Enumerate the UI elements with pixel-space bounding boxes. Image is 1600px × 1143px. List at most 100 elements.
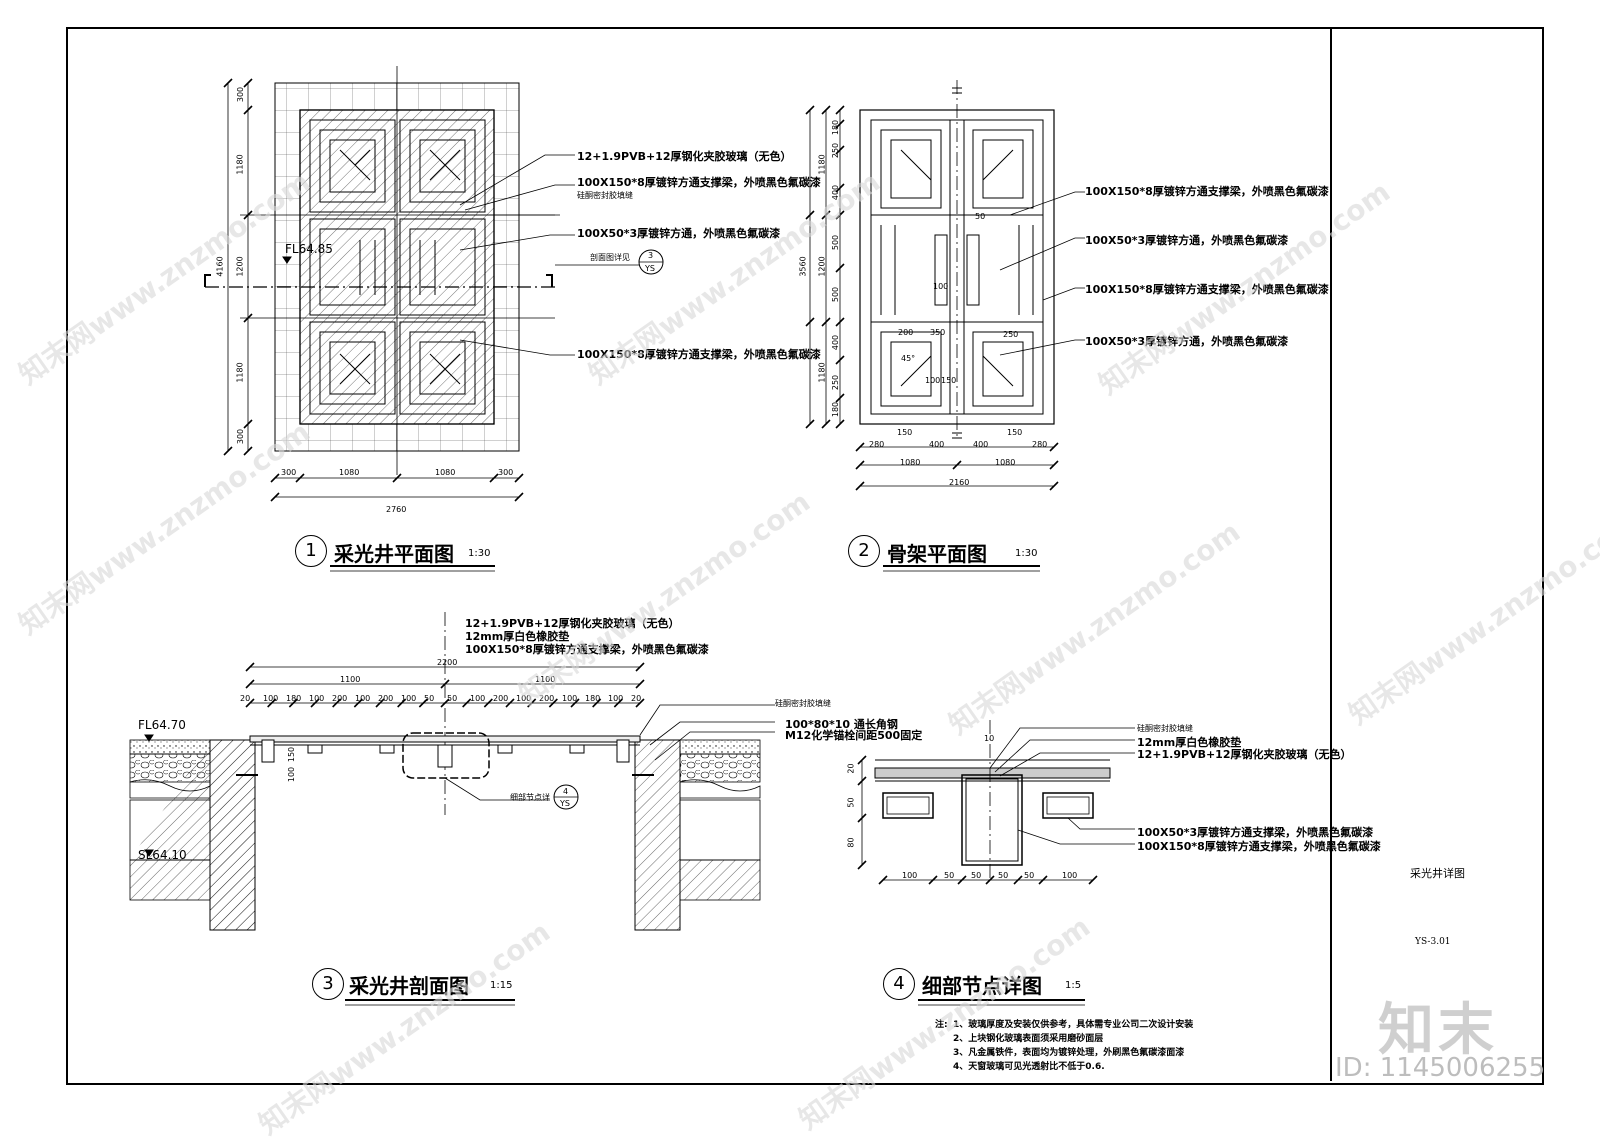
- section3-dim-row-value: 20: [631, 694, 642, 703]
- section3-dim-row-value: 100: [608, 694, 624, 703]
- plan2-dim-group-1: 1200: [817, 256, 827, 277]
- plan2-inner-dim-5: 100: [925, 376, 941, 385]
- plan2-inner-dim-1: 100: [933, 282, 949, 291]
- section3-dim-row-value: 100: [355, 694, 371, 703]
- plan2-title: 骨架平面图: [887, 542, 987, 566]
- plan1-dim-left-3: 1180: [235, 362, 245, 383]
- plan2-dim-bottom-2: 400: [929, 440, 945, 449]
- plan2-dim-group-bottom-0: 1080: [900, 458, 921, 467]
- section3-dim-row-value: 100: [516, 694, 532, 703]
- section3-dim-half-0: 1100: [340, 675, 361, 684]
- plan2-label-b: 100X50*3厚镀锌方通，外喷黑色氟碳漆: [1085, 234, 1289, 247]
- notes-line-2: 2、上块钢化玻璃表面须采用磨砂面层: [953, 1034, 1104, 1044]
- plan2-dim-left-1: 250: [831, 142, 841, 159]
- detail4-label-sub: 100X50*3厚镀锌方通支撑梁，外喷黑色氟碳漆: [1137, 826, 1374, 839]
- plan1-label-beam-main: 100X150*8厚镀锌方通支撑梁，外喷黑色氟碳漆: [577, 176, 821, 189]
- detail4-label-sealant: 硅酮密封胶填缝: [1137, 724, 1193, 733]
- plan2-dim-total-left: 3560: [798, 256, 808, 277]
- plan2-label-d: 100X50*3厚镀锌方通，外喷黑色氟碳漆: [1085, 335, 1289, 348]
- section3-label-beam: 100X150*8厚镀锌方通支撑梁，外喷黑色氟碳漆: [465, 643, 709, 656]
- plan2-dim-left-4: 500: [831, 286, 841, 303]
- section3-dim-half-1: 1100: [535, 675, 556, 684]
- plan2-dim-bottom-4: 150: [1007, 428, 1023, 437]
- sheet-title: 采光井详图: [1410, 867, 1465, 880]
- section3-dim-row-value: 200: [539, 694, 555, 703]
- watermark-id: ID: 1145006255: [1335, 1053, 1546, 1083]
- section3-label-anchor: M12化学锚栓间距500固定: [785, 729, 923, 742]
- plan1-section-tag-num: 3: [648, 251, 654, 260]
- plan1-section-tag-sheet: YS: [645, 264, 655, 273]
- section3-dim-row-value: 200: [332, 694, 348, 703]
- detail4-dim-bottom-4: 50: [1024, 871, 1035, 880]
- plan1-dim-bottom-0: 300: [281, 468, 297, 477]
- plan2-dim-bottom-5: 280: [1032, 440, 1048, 449]
- plan2-number-circle: 2: [848, 535, 880, 567]
- section3-dim-row-value: 50: [424, 694, 435, 703]
- plan1-dim-left-0: 300: [236, 86, 246, 103]
- notes-line-1: 1、玻璃厚度及安装仅供参考，具体需专业公司二次设计安装: [953, 1020, 1194, 1030]
- section3-label-glass: 12+1.9PVB+12厚钢化夹胶玻璃（无色）: [465, 617, 680, 630]
- plan1-drawing: [204, 66, 664, 502]
- plan2-dim-left-5: 400: [831, 334, 841, 351]
- title-block-column: [1330, 27, 1542, 1081]
- detail4-dim-bottom-1: 50: [944, 871, 955, 880]
- section3-drawing: [129, 612, 775, 931]
- detail4-dim-bottom-3: 50: [998, 871, 1009, 880]
- plan2-label-a: 100X150*8厚镀锌方通支撑梁，外喷黑色氟碳漆: [1085, 185, 1329, 198]
- plan2-inner-dim-3: 350: [930, 328, 946, 337]
- detail4-label-main: 100X150*8厚镀锌方通支撑梁，外喷黑色氟碳漆: [1137, 840, 1381, 853]
- plan2-dim-left-3: 500: [831, 234, 841, 251]
- plan2-dim-total-bottom: 2160: [949, 478, 970, 487]
- detail4-dim-bottom-0: 100: [902, 871, 918, 880]
- plan2-dim-bottom-0: 280: [869, 440, 885, 449]
- section3-dim-side-0: 150: [287, 746, 297, 763]
- plan2-dim-bottom-1: 150: [897, 428, 913, 437]
- plan1-section-ref-label: 剖面图详见: [590, 253, 630, 262]
- section3-dim-row-value: 200: [493, 694, 509, 703]
- plan1-dim-left-1: 1180: [235, 154, 245, 175]
- plan1-scale: 1:30: [468, 548, 491, 559]
- plan1-title: 采光井平面图: [334, 542, 454, 566]
- detail4-dim-bottom-2: 50: [971, 871, 982, 880]
- section3-dim-row-value: 50: [447, 694, 458, 703]
- plan2-dim-group-2: 1180: [817, 362, 827, 383]
- section3-detail-tag-sheet: YS: [560, 799, 570, 808]
- notes-line-3: 3、凡金属铁件，表面均为镀锌处理，外刷黑色氟碳漆面漆: [953, 1048, 1185, 1058]
- detail4-drawing: [857, 720, 1135, 885]
- plan1-label-sealant: 硅酮密封胶填缝: [577, 191, 633, 200]
- section3-label-pad: 12mm厚白色橡胶垫: [465, 630, 570, 643]
- plan1-number-circle: 1: [295, 535, 327, 567]
- section3-elev-top: FL64.70: [138, 718, 186, 732]
- section3-scale: 1:15: [490, 980, 513, 991]
- section3-title: 采光井剖面图: [349, 974, 469, 998]
- detail4-dim-left-1: 50: [846, 797, 856, 808]
- section3-detail-ref-label: 细部节点详: [510, 793, 550, 802]
- detail4-label-pad: 12mm厚白色橡胶垫: [1137, 736, 1242, 749]
- detail4-scale: 1:5: [1065, 980, 1082, 991]
- section3-dim-row-value: 100: [562, 694, 578, 703]
- detail4-number-circle: 4: [883, 968, 915, 1000]
- plan2-label-c: 100X150*8厚镀锌方通支撑梁，外喷黑色氟碳漆: [1085, 283, 1329, 296]
- plan1-dim-bottom-2: 1080: [435, 468, 456, 477]
- plan2-drawing: [805, 80, 1085, 491]
- plan2-dim-group-0: 1180: [817, 154, 827, 175]
- plan2-inner-dim-6: 150: [941, 376, 957, 385]
- plan1-elevation: FL64.85: [285, 242, 333, 256]
- section3-dim-row-value: 100: [263, 694, 279, 703]
- section3-label-angle: 100*80*10 通长角钢: [785, 718, 898, 731]
- plan1-label-beam-sub: 100X50*3厚镀锌方通，外喷黑色氟碳漆: [577, 227, 781, 240]
- detail4-dim-top: 10: [984, 734, 995, 743]
- detail4-dim-bottom-5: 100: [1062, 871, 1078, 880]
- notes-prefix: 注:: [935, 1020, 948, 1030]
- section3-dim-row-value: 200: [378, 694, 394, 703]
- section3-elev-bottom: SL64.10: [138, 848, 187, 862]
- plan2-dim-group-bottom-1: 1080: [995, 458, 1016, 467]
- plan1-label-glass: 12+1.9PVB+12厚钢化夹胶玻璃（无色）: [577, 150, 792, 163]
- plan2-inner-dim-4: 250: [1003, 330, 1019, 339]
- detail4-title: 细部节点详图: [922, 974, 1042, 998]
- section3-label-sealant: 硅酮密封胶填缝: [775, 699, 831, 708]
- section3-dim-row-value: 100: [309, 694, 325, 703]
- section3-dim-row-value: 180: [585, 694, 601, 703]
